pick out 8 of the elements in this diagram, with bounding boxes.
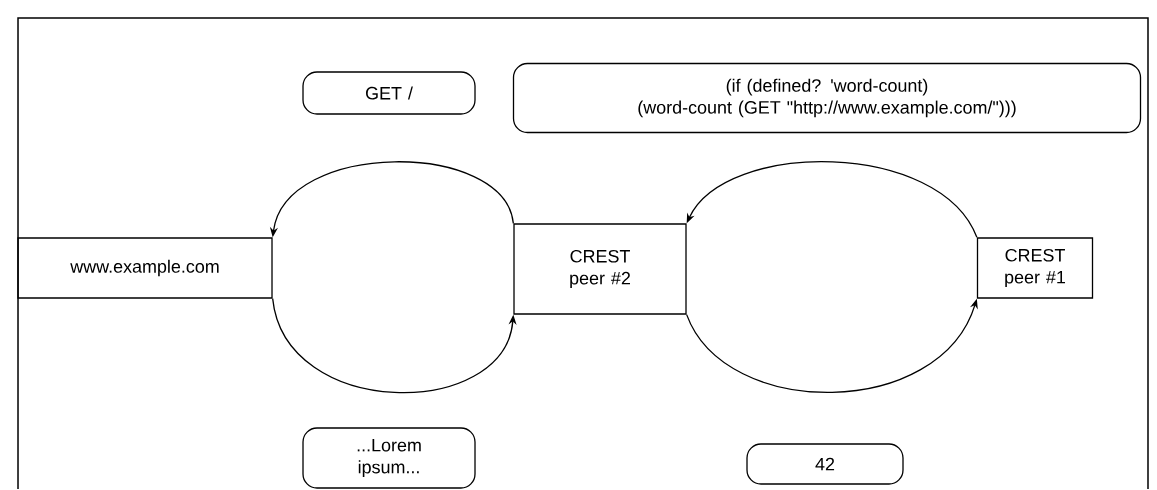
peer-box: CREST peer #2 bbox=[513, 223, 687, 315]
arrow bbox=[686, 161, 978, 238]
peer-box: CREST peer #1 bbox=[976, 237, 1094, 299]
message-bubble: ...Lorem ipsum... bbox=[302, 427, 476, 489]
message-bubble: GET / bbox=[302, 71, 476, 115]
message-bubble: 42 bbox=[746, 443, 904, 485]
server-box: www.example.com bbox=[17, 237, 273, 299]
code-bubble: (if (defined? 'word-count) (word-count (GET "http://www.example.com/"))) bbox=[512, 62, 1142, 134]
